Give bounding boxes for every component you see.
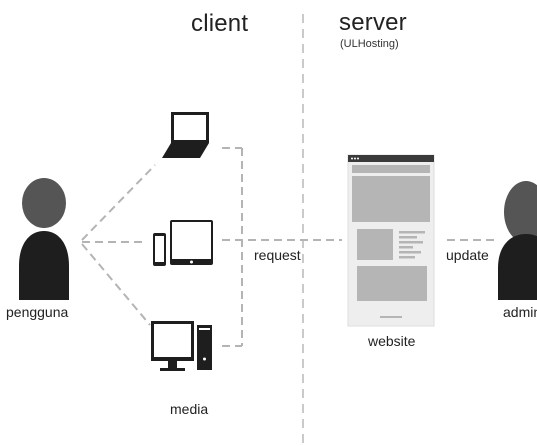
media-label: media bbox=[170, 401, 209, 417]
smartphone-icon bbox=[153, 233, 166, 266]
person-icon bbox=[498, 181, 537, 300]
user-label: pengguna bbox=[6, 304, 69, 320]
request-label: request bbox=[254, 247, 301, 263]
user-device-connectors bbox=[81, 164, 156, 326]
tablet-icon bbox=[170, 220, 213, 265]
laptop-icon bbox=[162, 112, 209, 158]
webpage-wireframe-icon bbox=[347, 154, 435, 327]
desktop-computer-icon bbox=[151, 321, 212, 371]
client-section-title: client bbox=[191, 10, 249, 37]
server-section-title: server bbox=[339, 9, 407, 36]
person-icon bbox=[19, 178, 69, 300]
server-host-subtitle: (ULHosting) bbox=[340, 38, 399, 50]
update-label: update bbox=[446, 247, 489, 263]
device-bracket bbox=[222, 147, 243, 347]
admin-label: admin bbox=[503, 304, 537, 320]
website-label: website bbox=[368, 333, 416, 349]
